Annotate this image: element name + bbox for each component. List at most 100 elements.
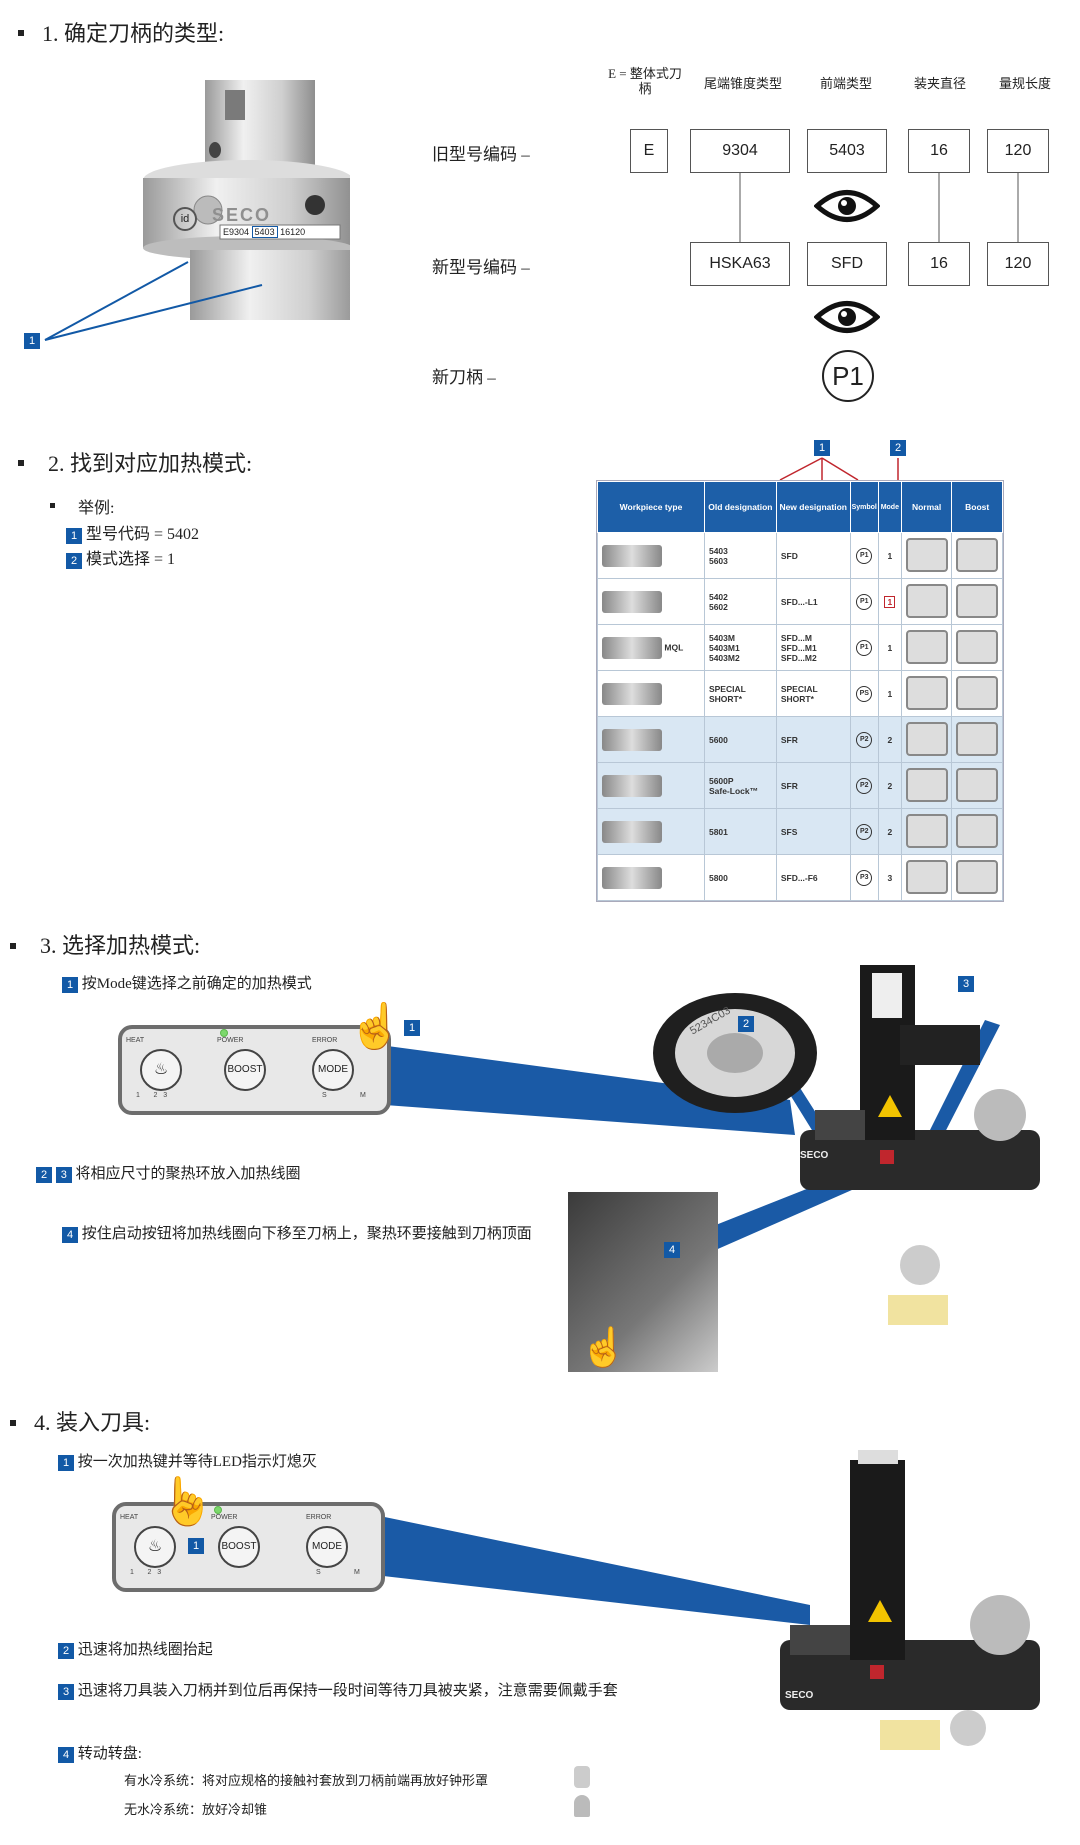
s-indicator: S xyxy=(322,1092,327,1099)
gloves xyxy=(888,1295,948,1325)
step-item: 2 迅速将加热线圈抬起 xyxy=(58,1638,213,1659)
eye-icon xyxy=(814,190,880,222)
heat-button[interactable]: ♨ xyxy=(140,1049,182,1091)
normal-panel-image xyxy=(900,854,953,901)
old-code-label: 旧型号编码 – xyxy=(432,145,530,164)
column-header: E = 整体式刀柄 xyxy=(608,66,682,96)
boost-panel-image xyxy=(951,670,1003,717)
old-designation: 5600P Safe-Lock™ xyxy=(703,762,777,809)
column-header: 量规长度 xyxy=(998,76,1051,91)
boost-panel-image xyxy=(951,624,1003,671)
mode-cell: 1 xyxy=(877,624,902,671)
table-header: Old designation xyxy=(703,481,777,533)
s-indicator: S xyxy=(316,1569,321,1576)
mode-value: 3 xyxy=(887,872,893,883)
step-item: 4 转动转盘: xyxy=(58,1742,142,1763)
mode-value: 1 xyxy=(887,642,893,653)
mode-button[interactable]: MODE xyxy=(312,1049,354,1091)
mode-cell: 2 xyxy=(877,716,902,763)
boost-panel-image xyxy=(951,808,1003,855)
mode-value: 2 xyxy=(887,826,893,837)
hand-pointer-icon: ☝ xyxy=(348,1001,403,1052)
m-indicator: M xyxy=(360,1092,366,1099)
pointer-beam xyxy=(375,1515,810,1625)
symbol-cell: P2 xyxy=(849,808,879,855)
workpiece-image xyxy=(597,762,705,809)
symbol-cell: P1 xyxy=(849,624,879,671)
contact-sleeve-icon xyxy=(574,1766,590,1788)
example-item: 2 模式选择 = 1 xyxy=(66,545,175,569)
coil-inset-photo xyxy=(568,1192,718,1372)
new-code-box: SFD xyxy=(807,242,887,286)
old-code-box: 5403 xyxy=(807,129,887,173)
table-callout-arrows xyxy=(779,457,899,481)
section-4-title: 4. 装入刀具: xyxy=(34,1410,151,1435)
mode-cell: 2 xyxy=(877,808,902,855)
control-panel: HEAT POWER ERROR ♨ BOOST MODE 1 2 3 S M xyxy=(118,1025,391,1115)
boost-panel-image xyxy=(951,854,1003,901)
mode-cell: 1 xyxy=(877,670,902,717)
table-header: Workpiece type xyxy=(597,481,705,533)
step-item: 3 迅速将刀具装入刀柄并到位后再保持一段时间等待刀具被夹紧，注意需要佩戴手套 xyxy=(58,1683,648,1700)
symbol-cell: PS xyxy=(849,670,879,717)
hand-pointer-icon: ☝ xyxy=(580,1325,628,1369)
workpiece-image xyxy=(597,532,705,579)
column-header: 前端类型 xyxy=(819,76,872,91)
code-connectors xyxy=(739,172,1019,244)
eye-icon xyxy=(814,301,880,333)
m-indicator: M xyxy=(354,1569,360,1576)
boost-panel-image xyxy=(951,716,1003,763)
symbol-cell: P2 xyxy=(849,716,879,763)
callout-badge: 2 xyxy=(890,440,906,456)
old-designation: 5402 5602 xyxy=(703,578,777,625)
heat-label: HEAT xyxy=(126,1037,145,1044)
mode-value: 2 xyxy=(887,780,893,791)
mode-button[interactable]: MODE xyxy=(306,1526,348,1568)
symbol-badge: PS xyxy=(856,685,873,702)
old-designation: 5801 xyxy=(703,808,777,855)
new-designation: SFS xyxy=(775,808,851,855)
machine-brand: SECO xyxy=(785,1690,814,1701)
step-item: 2 3 将相应尺寸的聚热环放入加热线圈 xyxy=(36,1162,301,1183)
boost-button[interactable]: BOOST xyxy=(224,1049,266,1091)
tool-holder-illustration xyxy=(143,80,350,320)
table-header: Normal xyxy=(900,481,953,533)
mode-indicators: 1 2 3 xyxy=(136,1092,168,1099)
boost-button[interactable]: BOOST xyxy=(218,1526,260,1568)
new-designation: SFR xyxy=(775,762,851,809)
example-item: 1 型号代码 = 5402 xyxy=(66,520,199,544)
boost-panel-image xyxy=(951,578,1003,625)
section-2-title: 2. 找到对应加热模式: xyxy=(48,451,253,476)
normal-panel-image xyxy=(900,808,953,855)
symbol-cell: P3 xyxy=(849,854,879,901)
symbol-cell: P2 xyxy=(849,762,879,809)
example-label: 举例: xyxy=(78,500,115,517)
mode-cell: 1 xyxy=(877,578,902,625)
holder-marking: E9304 5403 16120 xyxy=(223,226,306,238)
symbol-badge: P1 xyxy=(856,639,873,656)
normal-panel-image xyxy=(900,716,953,763)
symbol-badge: P3 xyxy=(856,869,873,886)
step-item: 1 按Mode键选择之前确定的加热模式 xyxy=(62,972,312,993)
new-code-box: HSKA63 xyxy=(690,242,790,286)
new-holder-label: 新刀柄 – xyxy=(432,368,496,387)
callout-badge: 3 xyxy=(958,976,974,992)
new-code-box: 120 xyxy=(987,242,1049,286)
heating-mode-table: Workpiece type Old designation New desig… xyxy=(596,480,1004,902)
old-designation: 5403 5603 xyxy=(703,532,777,579)
normal-panel-image xyxy=(900,762,953,809)
workpiece-image xyxy=(597,716,705,763)
sub-item: 无水冷系统：放好冷却锥 xyxy=(124,1802,268,1817)
control-panel: HEAT POWER ERROR ♨ BOOST MODE 1 2 3 S M xyxy=(112,1502,385,1592)
heat-ring-illustration xyxy=(653,993,817,1113)
boost-panel-image xyxy=(951,762,1003,809)
heat-button[interactable]: ♨ xyxy=(134,1526,176,1568)
old-designation: 5403M 5403M1 5403M2 xyxy=(703,624,777,671)
shrink-fit-machine xyxy=(780,1450,1040,1710)
old-designation: SPECIAL SHORT* xyxy=(703,670,777,717)
mode-cell: 1 xyxy=(877,532,902,579)
